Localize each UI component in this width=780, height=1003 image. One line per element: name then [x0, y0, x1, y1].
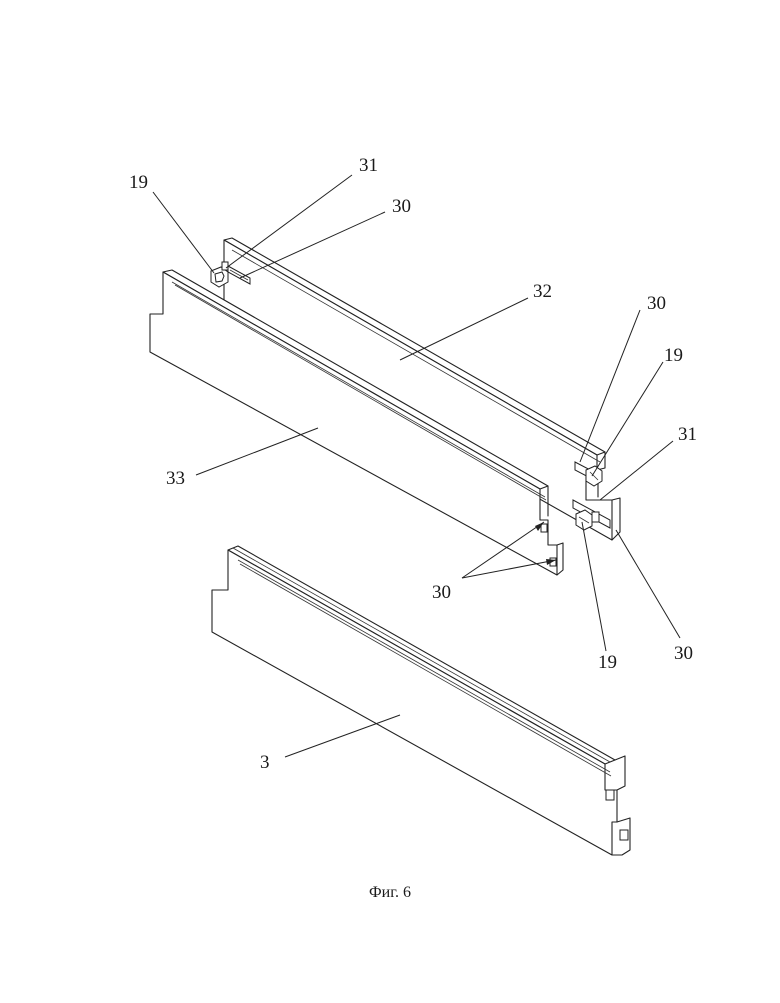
label-31-top: 31	[359, 155, 378, 176]
label-19-top: 19	[129, 172, 148, 193]
label-19-bottom: 19	[598, 652, 617, 673]
label-32: 32	[533, 281, 552, 302]
panel-3	[212, 546, 630, 855]
label-33: 33	[166, 468, 185, 489]
label-30-top: 30	[392, 196, 411, 217]
label-30-center: 30	[432, 582, 451, 603]
label-30-bottom: 30	[674, 643, 693, 664]
label-19-right-top: 19	[664, 345, 683, 366]
figure-caption: Фиг. 6	[369, 884, 411, 901]
label-30-right-top: 30	[647, 293, 666, 314]
label-31-right: 31	[678, 424, 697, 445]
label-3: 3	[260, 752, 270, 773]
